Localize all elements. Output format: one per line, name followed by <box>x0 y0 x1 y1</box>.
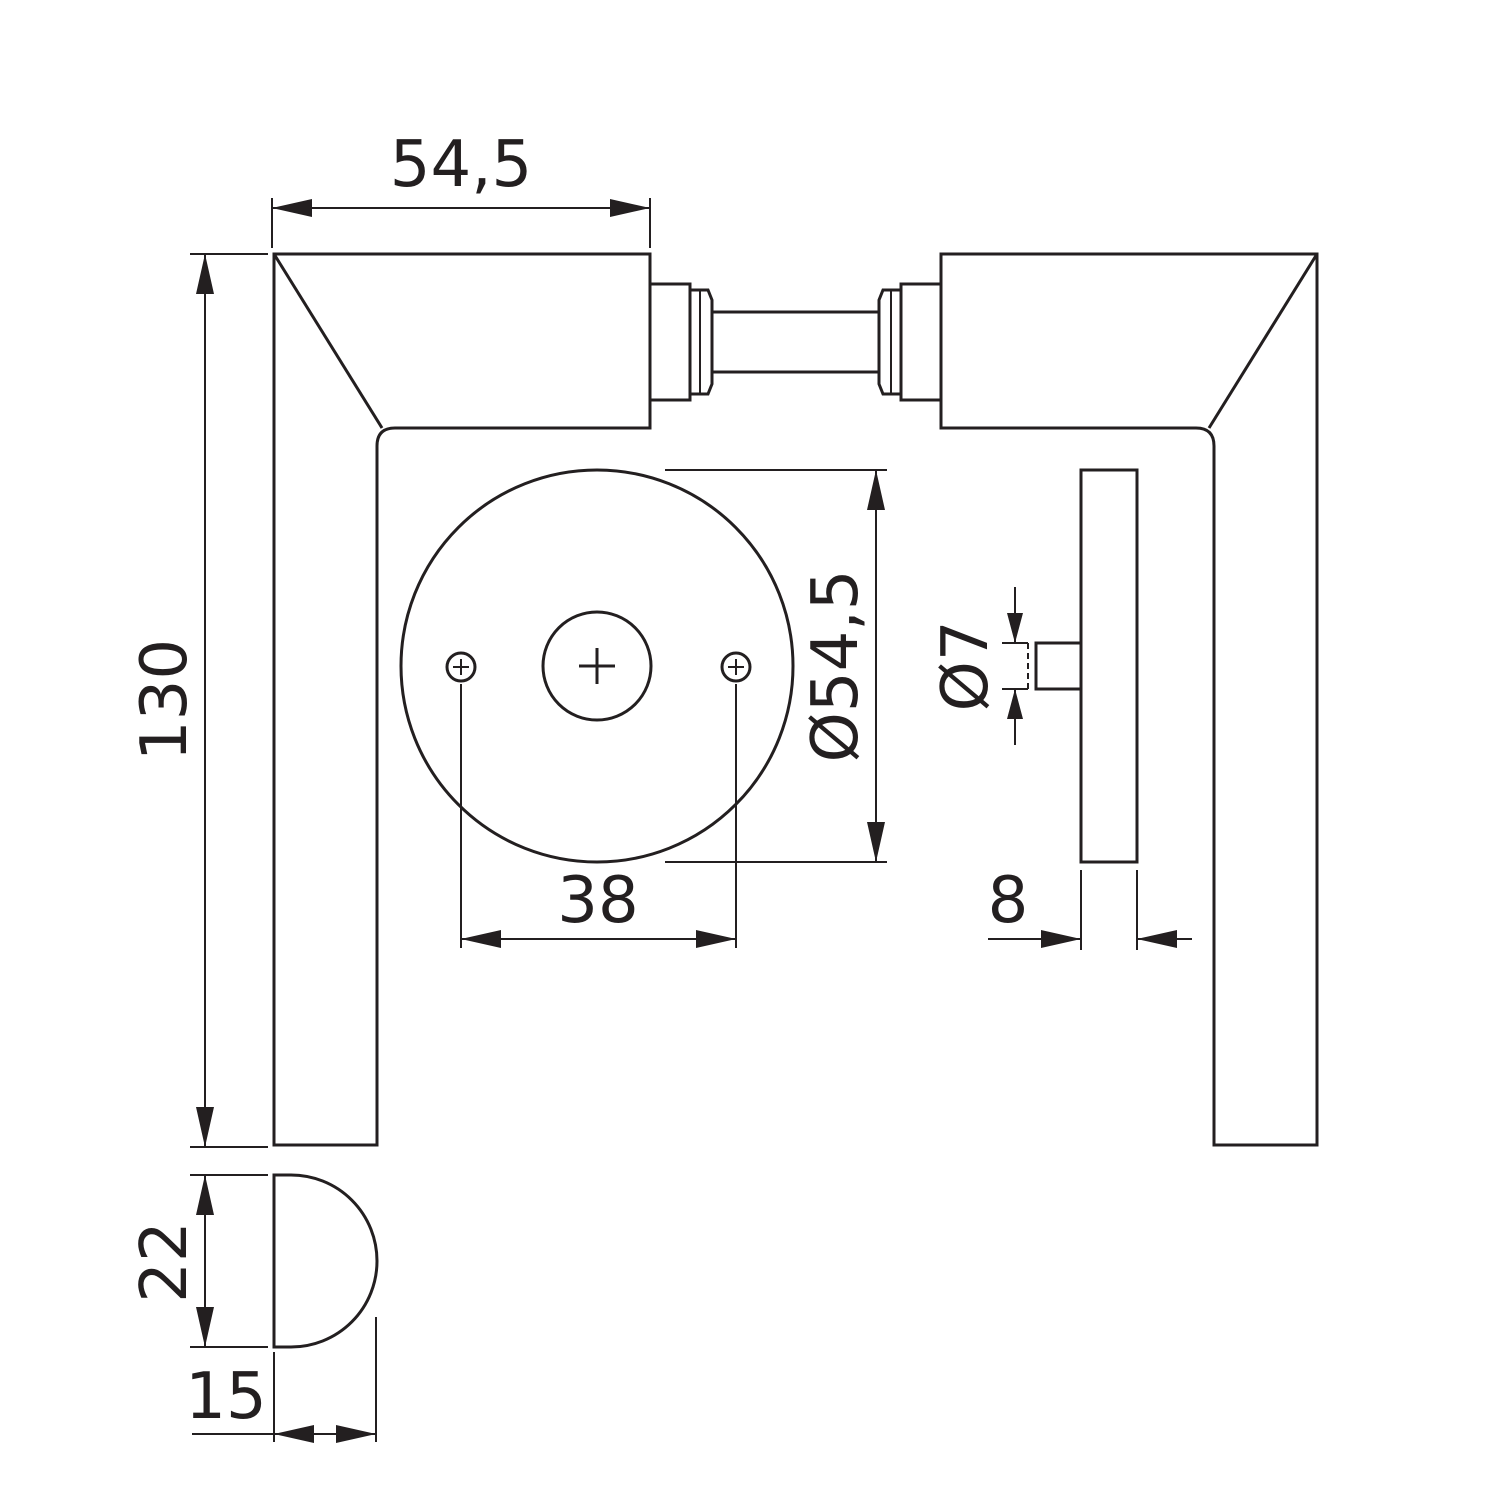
spindle-connector <box>648 282 943 402</box>
label-rose-thickness: 8 <box>988 864 1029 938</box>
dimension-screw-spacing: 38 <box>460 684 737 948</box>
dimension-section-height: 22 <box>128 1174 268 1348</box>
label-section-height: 22 <box>128 1221 202 1302</box>
spindle-hole <box>541 610 653 722</box>
label-total-height: 130 <box>128 639 202 761</box>
label-pin-diameter: Ø7 <box>929 620 1003 711</box>
label-section-width: 15 <box>185 1360 266 1434</box>
rose-side-view <box>1027 468 1139 864</box>
dimension-section-width: 15 <box>185 1317 377 1443</box>
label-screw-spacing: 38 <box>557 864 638 938</box>
dimension-top-width: 54,5 <box>271 128 651 248</box>
dimension-pin-diameter: Ø7 <box>929 587 1028 745</box>
dimension-total-height: 130 <box>128 253 268 1148</box>
label-rose-diameter: Ø54,5 <box>799 570 873 763</box>
screw-left-icon <box>445 651 477 683</box>
handle-cross-section <box>272 1173 379 1349</box>
dimension-rose-diameter: Ø54,5 <box>665 469 887 863</box>
screw-right-icon <box>720 651 752 683</box>
round-rose <box>399 468 795 864</box>
label-top-width: 54,5 <box>390 128 533 202</box>
dimension-rose-thickness: 8 <box>988 864 1192 950</box>
